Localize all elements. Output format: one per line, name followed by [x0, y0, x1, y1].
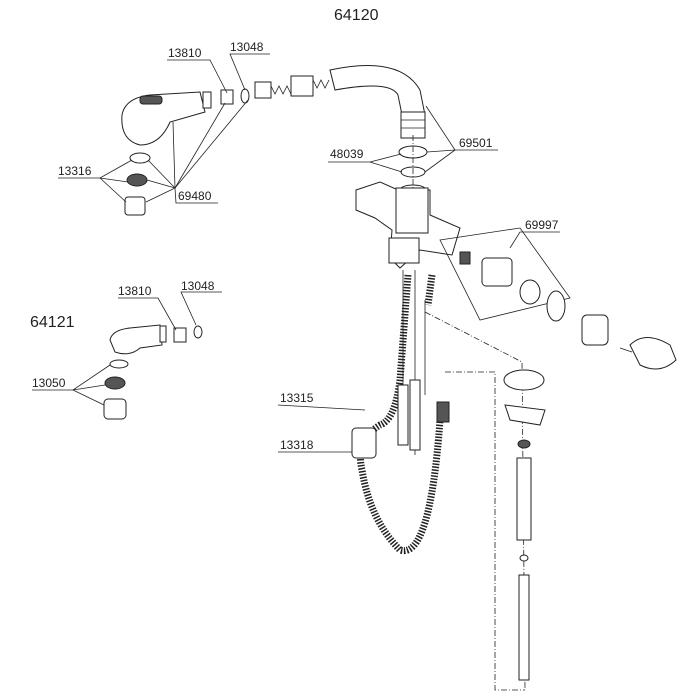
label-13048-b: 13048	[180, 279, 222, 326]
spout	[329, 65, 426, 139]
label-69480: 69480	[145, 99, 249, 204]
hose-connector	[254, 75, 330, 99]
svg-text:13810: 13810	[118, 284, 152, 298]
cartridge-assembly-69997	[439, 227, 677, 370]
variant-assembly-number: 64121	[30, 314, 75, 331]
hose-weight-13318	[351, 427, 377, 459]
label-13048-a: 13048	[229, 40, 270, 91]
label-13050: 13050	[32, 364, 111, 406]
assembly-number: 64120	[334, 7, 379, 24]
hand-spray-head-64121	[103, 324, 203, 420]
label-48039: 48039	[328, 147, 403, 173]
faucet-body	[355, 181, 461, 269]
label-69501: 69501	[424, 105, 498, 173]
svg-text:13050: 13050	[32, 376, 66, 390]
svg-text:13315: 13315	[280, 391, 314, 405]
hand-spray-head	[121, 88, 250, 216]
label-13315: 13315	[277, 391, 366, 411]
svg-text:13316: 13316	[58, 164, 92, 178]
label-13318: 13318	[278, 438, 352, 453]
svg-text:69997: 69997	[525, 218, 559, 232]
svg-text:69501: 69501	[459, 136, 493, 150]
svg-text:13048: 13048	[230, 40, 264, 54]
part-13810-a	[220, 89, 234, 105]
svg-text:13318: 13318	[280, 438, 314, 452]
svg-text:13810: 13810	[168, 46, 202, 60]
svg-text:13048: 13048	[181, 279, 215, 293]
part-13048-a	[240, 88, 250, 104]
label-13316: 13316	[58, 159, 133, 203]
svg-text:48039: 48039	[330, 147, 364, 161]
hose-13315	[357, 274, 444, 555]
label-69997: 69997	[509, 218, 560, 249]
label-13810-b: 13810	[118, 284, 177, 331]
label-13810-a: 13810	[167, 46, 228, 94]
svg-text:69480: 69480	[178, 189, 212, 203]
